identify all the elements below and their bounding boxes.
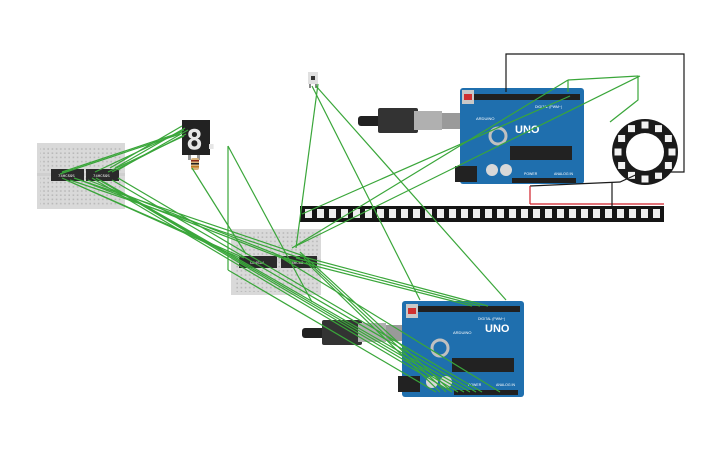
- neopixel-ring-pixel: [614, 148, 622, 156]
- wire-red[interactable]: [529, 186, 664, 205]
- led-strip-pixel: [317, 209, 324, 218]
- wire-green[interactable]: [301, 95, 571, 215]
- arduino-bottom-analog-header: ANALOG IN: [496, 383, 516, 387]
- wire-green[interactable]: [305, 261, 441, 393]
- arduino-top-model: UNO: [515, 124, 540, 136]
- led-strip-pixel: [449, 209, 456, 218]
- ic-chip-2-label: 74HC595: [93, 175, 110, 179]
- wire-green[interactable]: [311, 85, 421, 301]
- led-strip-pixel: [461, 209, 468, 218]
- wire-green[interactable]: [109, 125, 183, 169]
- usb-cable-bottom: [302, 320, 408, 345]
- arduino-bottom-power-header: POWER: [468, 383, 482, 387]
- led-strip-pixel: [341, 209, 348, 218]
- arduino-top-power-header: POWER: [524, 172, 538, 176]
- neopixel-ring-pixel: [641, 175, 649, 183]
- wire-green[interactable]: [91, 177, 453, 393]
- led-strip[interactable]: [300, 206, 664, 222]
- led-strip-pixel: [413, 209, 420, 218]
- usb-cable-top: [358, 108, 464, 133]
- led-strip-pixel: [389, 209, 396, 218]
- neopixel-ring-pixel: [618, 162, 626, 169]
- arduino-top-analog-header: ANALOG IN: [554, 172, 574, 176]
- neopixel-ring-pixel: [664, 162, 672, 169]
- ic-chip-1-label: 74HC595: [58, 175, 75, 179]
- led-strip-pixel: [305, 209, 312, 218]
- neopixel-ring-pixel: [628, 125, 635, 133]
- ic-chip-3-label: CD4511: [250, 262, 265, 266]
- led-strip-pixel: [353, 209, 360, 218]
- arduino-uno-top[interactable]: UNO ARDUINO DIGITAL (PWM~) POWER ANALOG …: [358, 88, 584, 184]
- wire-green[interactable]: [295, 75, 641, 247]
- wire-green[interactable]: [107, 135, 185, 173]
- led-strip-pixel: [641, 209, 648, 218]
- neopixel-ring[interactable]: [612, 119, 678, 185]
- neopixel-ring-pixel: [668, 148, 676, 156]
- wire-green[interactable]: [65, 179, 245, 259]
- wire-green[interactable]: [227, 269, 437, 393]
- arduino-bottom-brand: ARDUINO: [453, 330, 471, 335]
- ic-chip-2[interactable]: 74HC595: [86, 169, 119, 181]
- led-strip-pixel: [497, 209, 504, 218]
- wire-green[interactable]: [61, 131, 183, 173]
- wire-green[interactable]: [79, 179, 293, 263]
- arduino-top-digital-header: DIGITAL (PWM~): [535, 105, 562, 109]
- wire-green[interactable]: [73, 177, 305, 257]
- led-strip-pixel: [485, 209, 492, 218]
- led-strip-pixel: [329, 209, 336, 218]
- arduino-bottom-digital-header: DIGITAL (PWM~): [478, 317, 505, 321]
- neopixel-ring-pixel: [664, 135, 672, 142]
- wire-green[interactable]: [291, 79, 569, 249]
- led-strip-pixel: [557, 209, 564, 218]
- wire-green[interactable]: [94, 129, 185, 173]
- neopixel-ring-pixel: [628, 171, 635, 179]
- led-strip-pixel: [581, 209, 588, 218]
- wire-black[interactable]: [505, 53, 685, 187]
- led-strip-pixel: [509, 209, 516, 218]
- wire-green[interactable]: [227, 145, 313, 303]
- led-strip-pixel: [533, 209, 540, 218]
- wire-green[interactable]: [295, 257, 481, 307]
- push-button[interactable]: [308, 72, 318, 88]
- wire-green[interactable]: [117, 177, 483, 393]
- arduino-top-brand: ARDUINO: [476, 116, 494, 121]
- led-strip-pixel: [569, 209, 576, 218]
- wire-green[interactable]: [271, 251, 501, 393]
- wire-green[interactable]: [111, 179, 477, 393]
- led-strip-pixel: [545, 209, 552, 218]
- wire-green[interactable]: [191, 167, 247, 255]
- led-strip-pixel: [401, 209, 408, 218]
- neopixel-ring-pixel: [641, 121, 649, 129]
- led-strip-pixel: [365, 209, 372, 218]
- ic-chip-4-label: 74HC08: [289, 262, 304, 266]
- neopixel-ring-pixel: [618, 135, 626, 142]
- arduino-bottom-model: UNO: [485, 323, 510, 335]
- seven-segment-display[interactable]: 8.: [182, 120, 220, 160]
- wire-green[interactable]: [299, 255, 489, 307]
- resistor[interactable]: [191, 158, 199, 170]
- led-strip-pixel: [653, 209, 660, 218]
- wire-green[interactable]: [315, 85, 507, 301]
- led-strip-pixel: [473, 209, 480, 218]
- wire-green[interactable]: [303, 257, 447, 393]
- breadboard-left[interactable]: 74HC595 74HC595: [37, 143, 125, 209]
- neopixel-ring-pixel: [655, 125, 662, 133]
- wire-green[interactable]: [295, 83, 319, 249]
- wire-green[interactable]: [69, 179, 301, 259]
- led-strip-pixel: [629, 209, 636, 218]
- neopixel-ring-center: [626, 133, 664, 171]
- led-strip-pixel: [593, 209, 600, 218]
- wire-green[interactable]: [299, 251, 453, 393]
- led-strip-pixel: [605, 209, 612, 218]
- led-strip-pixel: [617, 209, 624, 218]
- seven-segment-digit: 8.: [186, 123, 220, 156]
- led-strip-pixel: [521, 209, 528, 218]
- wire-green[interactable]: [95, 177, 459, 393]
- wires: [59, 53, 685, 393]
- neopixel-ring-pixel: [655, 171, 662, 179]
- led-strip-pixel: [377, 209, 384, 218]
- led-strip-pixel: [437, 209, 444, 218]
